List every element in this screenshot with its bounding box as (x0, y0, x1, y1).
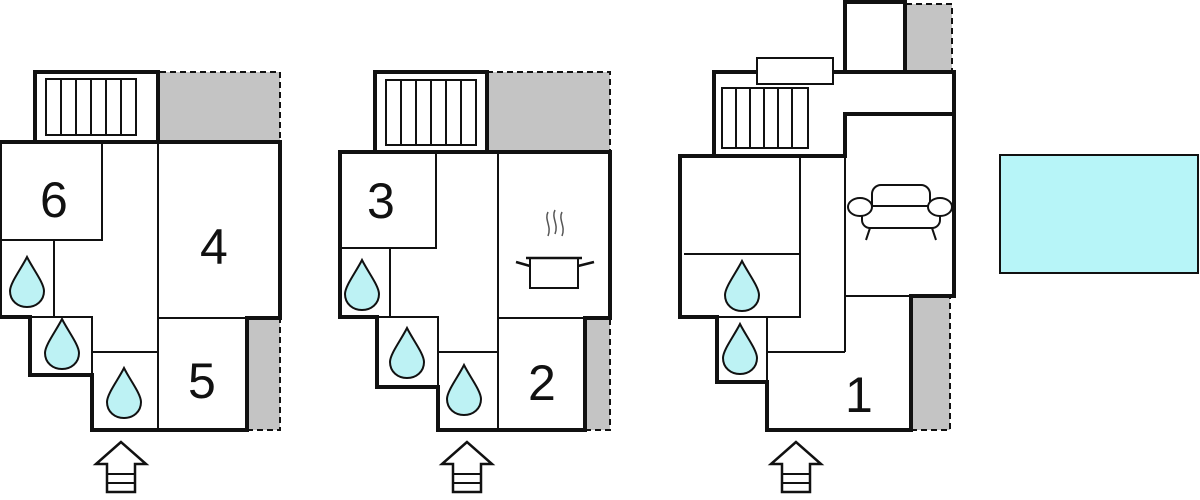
room-number-4: 4 (200, 219, 228, 275)
staircase-icon (721, 87, 809, 149)
staircase-icon (33, 70, 160, 144)
room-number-1: 1 (845, 367, 873, 423)
floor-plan-right: 1 (678, 0, 956, 494)
terrace-bottom-right (585, 318, 610, 430)
room-number-2: 2 (528, 355, 556, 411)
terrace-bottom-right (247, 318, 280, 430)
room-number-3: 3 (367, 173, 395, 229)
room-number-5: 5 (188, 353, 216, 409)
room-number-6: 6 (40, 172, 68, 228)
entrance-arrow-icon (769, 440, 823, 494)
sofa-icon (847, 184, 953, 241)
terrace-top-right (487, 72, 610, 152)
entrance-arrow-icon (94, 440, 148, 494)
balcony-rail (756, 57, 834, 85)
terrace-top-right (906, 4, 952, 72)
terrace-top-right (160, 72, 280, 140)
staircase-icon (373, 70, 489, 154)
floor-plan-left: 6 4 5 (0, 70, 282, 494)
outer-wall (678, 112, 956, 432)
cooking-pot-icon (515, 209, 595, 289)
entrance-arrow-icon (440, 440, 494, 494)
terrace-bottom-right (911, 296, 950, 430)
swimming-pool-icon (999, 154, 1199, 274)
floor-plan-middle: 3 2 (338, 70, 612, 494)
